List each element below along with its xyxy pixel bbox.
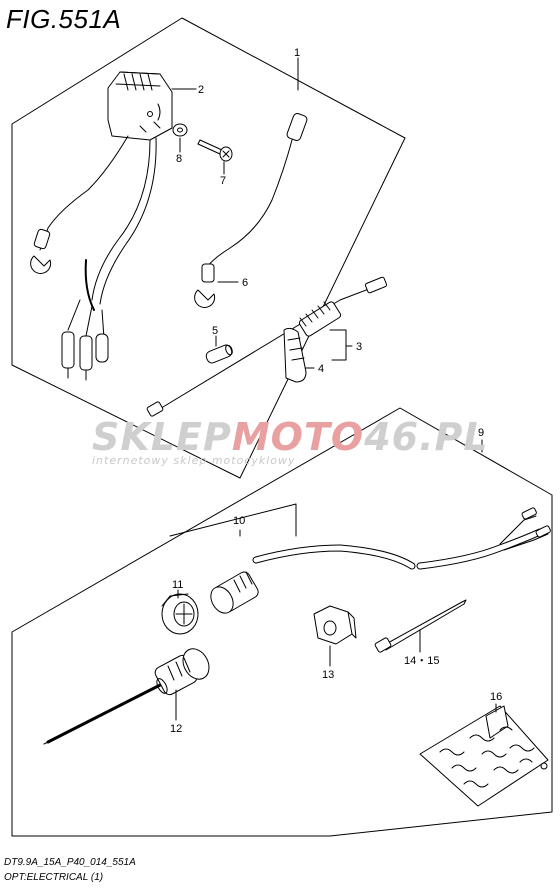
kit-panel-lower	[11, 407, 553, 837]
callout-7: 7	[220, 175, 226, 187]
callout-10: 10	[233, 515, 245, 527]
connector-cap-part	[161, 593, 199, 635]
watermark-tagline: internetowy sklep motocyklowy	[92, 454, 296, 467]
callout-6: 6	[242, 277, 248, 289]
callout-2: 2	[198, 84, 204, 96]
svg-text:SKLEPMOTO46.PL: SKLEPMOTO46.PL	[92, 415, 489, 459]
kit-panel-upper	[11, 17, 406, 479]
watermark-brand-a: SKLEP	[92, 415, 232, 459]
callout-3: 3	[356, 341, 362, 353]
watermark-brand-b: 46.PL	[363, 415, 488, 459]
callout-14-15: 14・15	[404, 655, 439, 667]
callout-8: 8	[176, 153, 182, 165]
callout-12: 12	[170, 723, 182, 735]
footer-caption: OPT:ELECTRICAL (1)	[4, 872, 104, 883]
callout-5: 5	[212, 325, 218, 337]
callout-labels: 1 2 3 4 5 6 7 8 9 10 11 12 13 14・15 16	[170, 47, 502, 735]
screw-part	[197, 139, 233, 162]
callout-13: 13	[322, 669, 334, 681]
washer-part	[172, 123, 188, 137]
ground-lead-part	[194, 113, 308, 308]
callout-4: 4	[318, 363, 324, 375]
watermark-brand-red: MOTO	[232, 415, 364, 459]
grommet-part	[313, 605, 357, 645]
callout-16: 16	[490, 691, 502, 703]
callout-1: 1	[294, 47, 300, 59]
rectifier-part	[30, 71, 173, 381]
probe-part	[43, 648, 210, 745]
callout-11: 11	[172, 579, 183, 591]
figure-title: FIG.551A	[6, 4, 122, 34]
watermark: SKLEPMOTO46.PL internetowy sklep motocyk…	[92, 415, 489, 467]
footer-code: DT9.9A_15A_P40_014_551A	[4, 857, 136, 868]
callout-9: 9	[478, 427, 484, 439]
harness-cable-part	[210, 507, 551, 614]
sealant-bag-part	[419, 705, 549, 807]
sensor-cable-part	[146, 276, 388, 417]
fuse-part	[205, 344, 233, 364]
cable-tie-part	[374, 599, 467, 653]
